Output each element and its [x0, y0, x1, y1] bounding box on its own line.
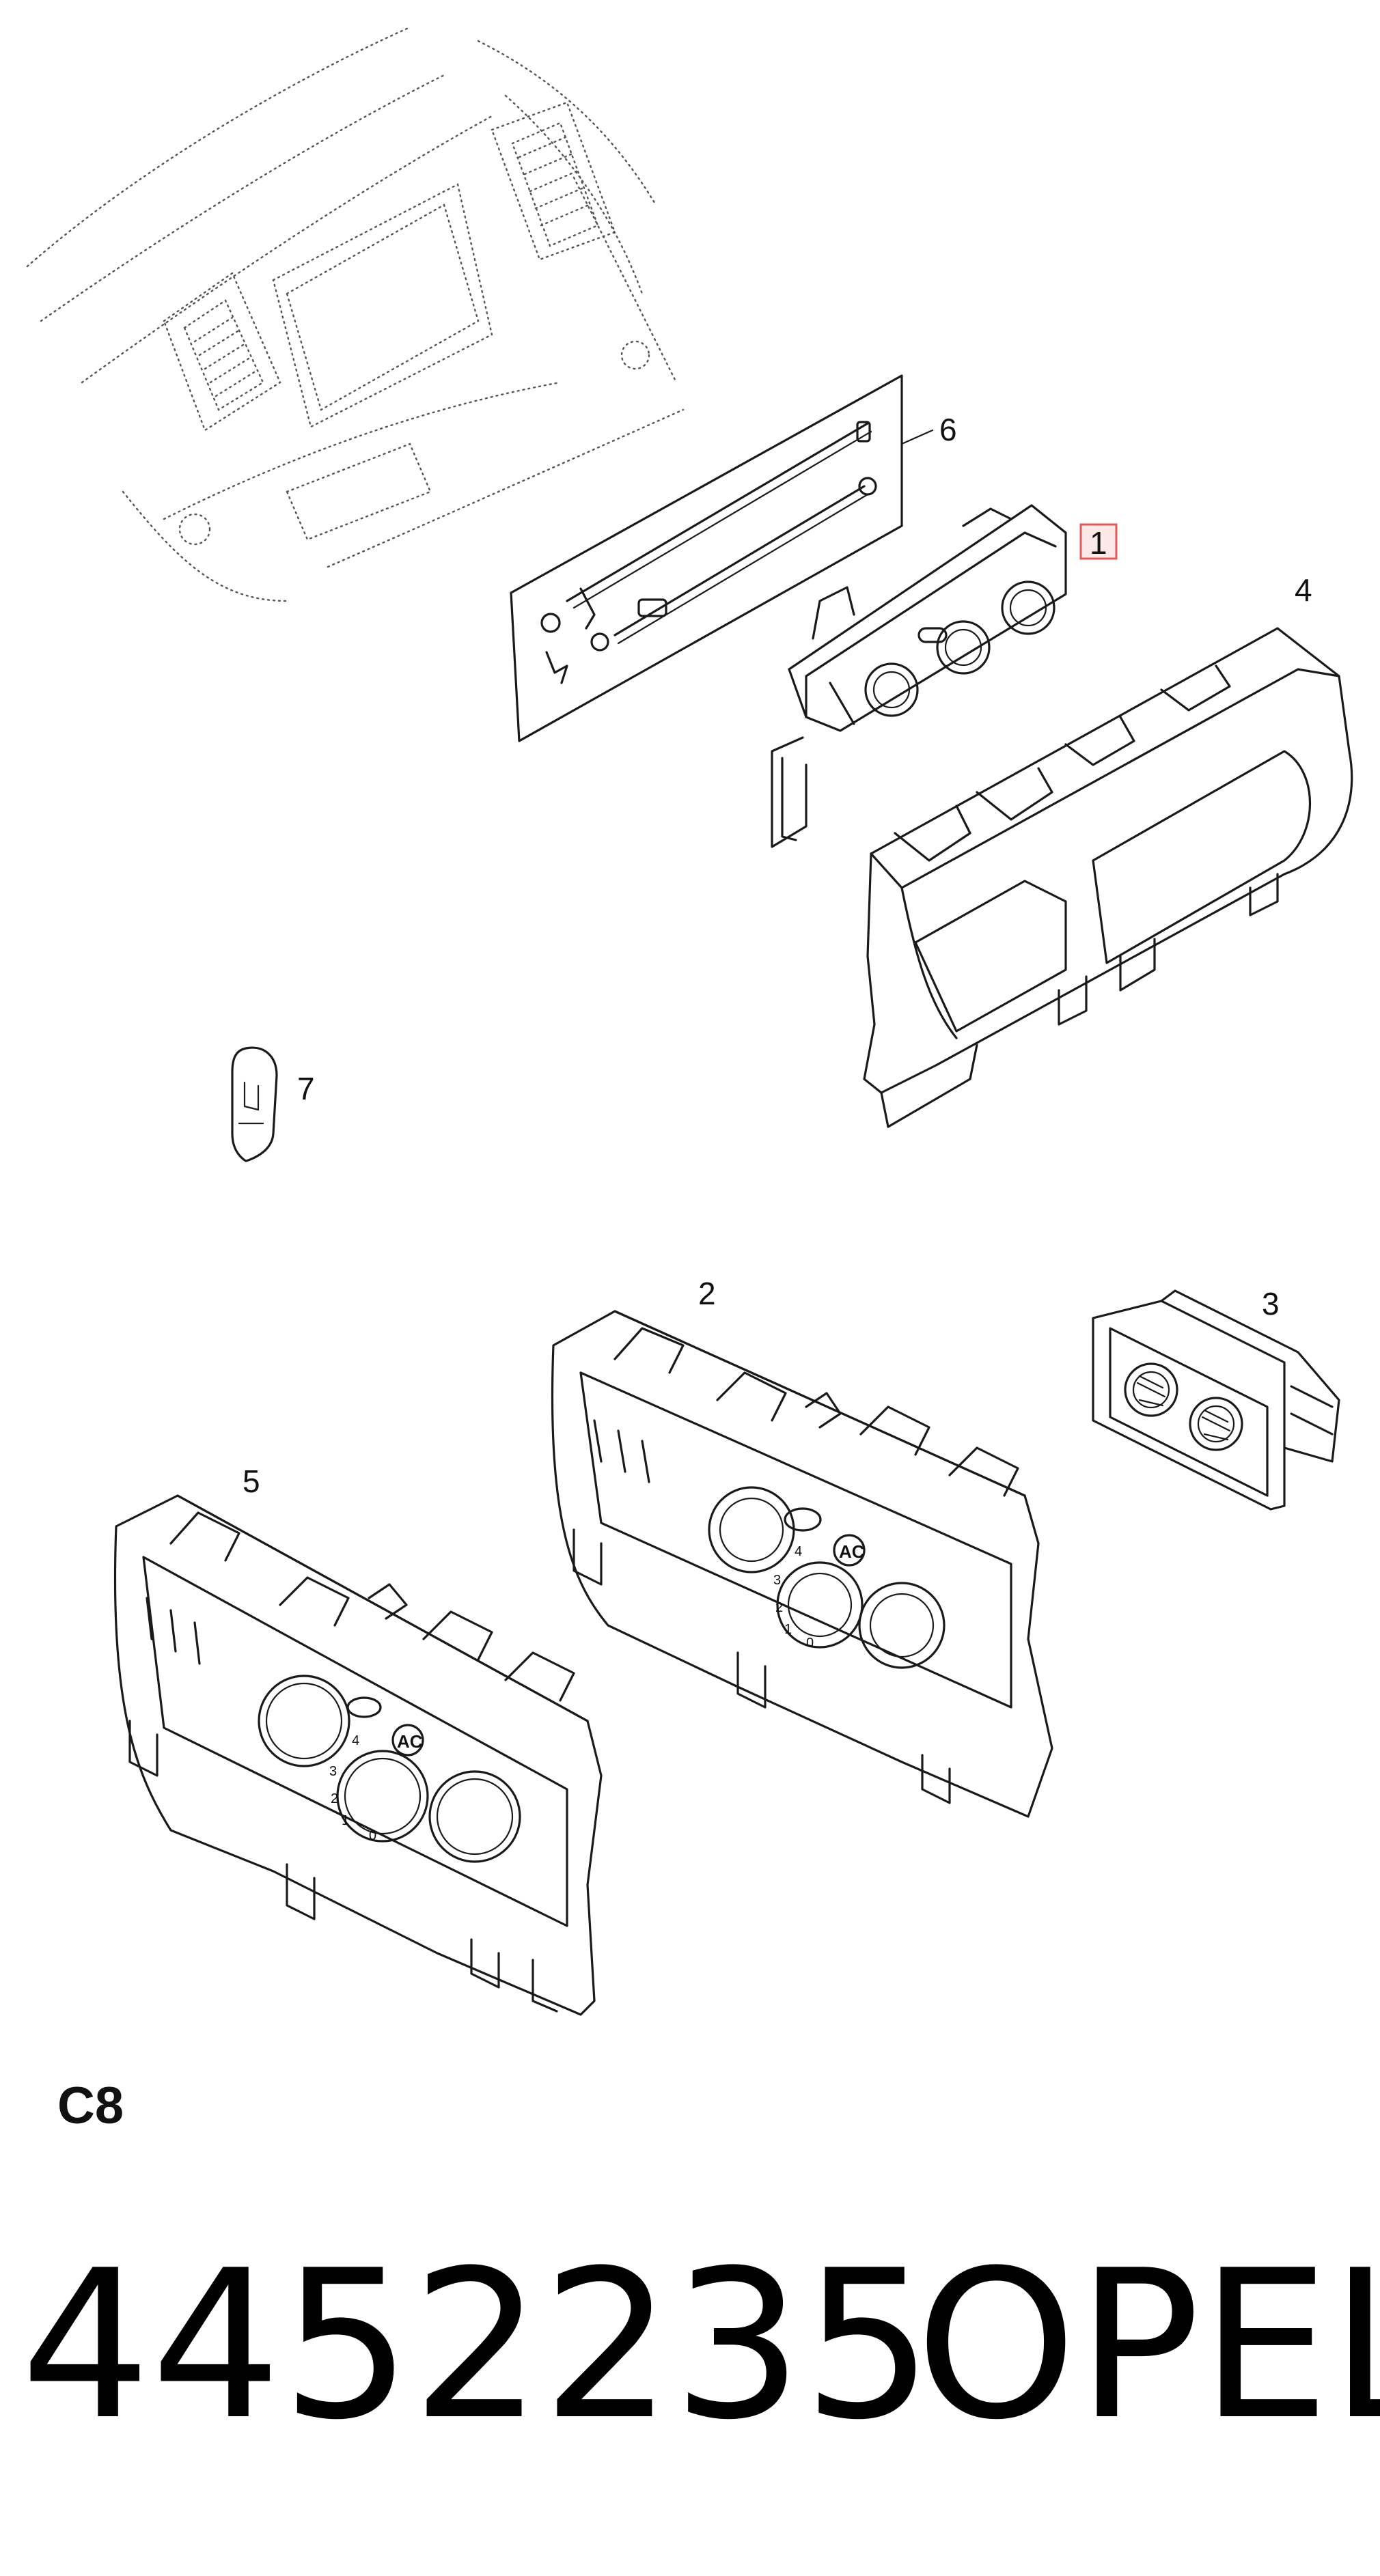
callout-6: 6	[939, 412, 957, 447]
callout-2: 2	[698, 1276, 716, 1311]
brand-name: OPEL	[915, 2226, 1380, 2465]
fan-speed-1-part-5: 1	[342, 1813, 349, 1828]
part-6-cable-kit	[510, 374, 903, 742]
fan-speed-1-part-2: 1	[784, 1622, 792, 1637]
fan-speed-0-part-2: 0	[806, 1636, 814, 1651]
part-7-bulb	[231, 1046, 278, 1162]
fan-speed-2-part-2: 2	[775, 1600, 783, 1615]
fan-speed-4-part-2: 4	[795, 1544, 802, 1559]
part-2-control-panel: AC 4 3 2 1 0	[551, 1310, 1053, 1818]
dashboard-outline	[26, 26, 685, 602]
section-code: C8	[57, 2077, 124, 2135]
fan-speed-4-part-5: 4	[352, 1733, 359, 1748]
callout-5: 5	[243, 1464, 260, 1499]
part-5-panel-bezel: AC 4 3 2 1 0	[113, 1494, 603, 2016]
callout-4: 4	[1295, 572, 1312, 608]
fan-speed-3-part-2: 3	[773, 1573, 781, 1588]
ac-badge-part-2: AC	[839, 1541, 865, 1562]
callout-7: 7	[297, 1071, 315, 1106]
part-4-trim-bezel	[863, 627, 1353, 1128]
part-3-switch-module	[1092, 1289, 1340, 1511]
fan-speed-2-part-5: 2	[331, 1791, 338, 1806]
callout-3: 3	[1262, 1286, 1280, 1321]
callout-labels: 1 2 3 4 5 6 7	[243, 412, 1312, 1499]
callout-1-highlight-box	[1079, 523, 1118, 560]
fan-speed-3-part-5: 3	[329, 1764, 337, 1779]
fan-speed-0-part-5: 0	[369, 1828, 376, 1843]
callout-1: 1	[1090, 525, 1107, 561]
ac-badge-part-5: AC	[397, 1731, 423, 1752]
part-number: 4452235	[20, 2226, 934, 2465]
part-1-heater-control-unit	[771, 504, 1067, 848]
